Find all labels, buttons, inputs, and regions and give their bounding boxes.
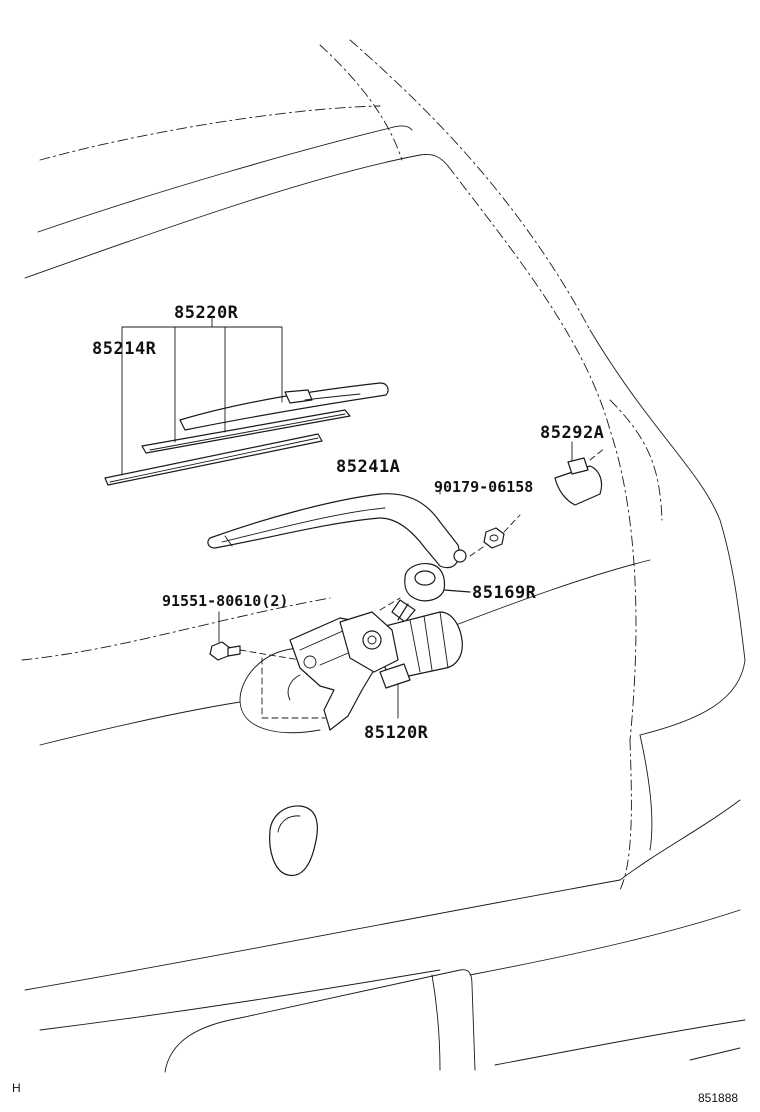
label-85169R: 85169R [472,583,537,603]
blade-leader-lines [121,317,283,476]
label-85241A: 85241A [336,457,400,477]
leader-lines [439,441,573,499]
footer-left-code: H [12,1081,21,1095]
vehicle-body-outline [21,39,746,1073]
wiper-blade-assembly[interactable] [104,382,389,486]
bolt[interactable] [209,611,301,661]
nut[interactable] [469,514,521,557]
arm-cap[interactable] [554,447,606,506]
label-85292A: 85292A [540,423,604,443]
pivot-cap[interactable] [391,563,471,623]
label-85120R: 85120R [364,723,429,743]
label-90179-06158: 90179-06158 [434,478,533,496]
diagram-id: 851888 [698,1091,738,1105]
wiper-arm[interactable] [207,493,467,569]
label-85214R: 85214R [92,339,157,359]
wiper-motor[interactable] [239,597,463,734]
label-85220R: 85220R [174,303,239,323]
label-91551-80610: 91551-80610(2) [162,592,288,610]
